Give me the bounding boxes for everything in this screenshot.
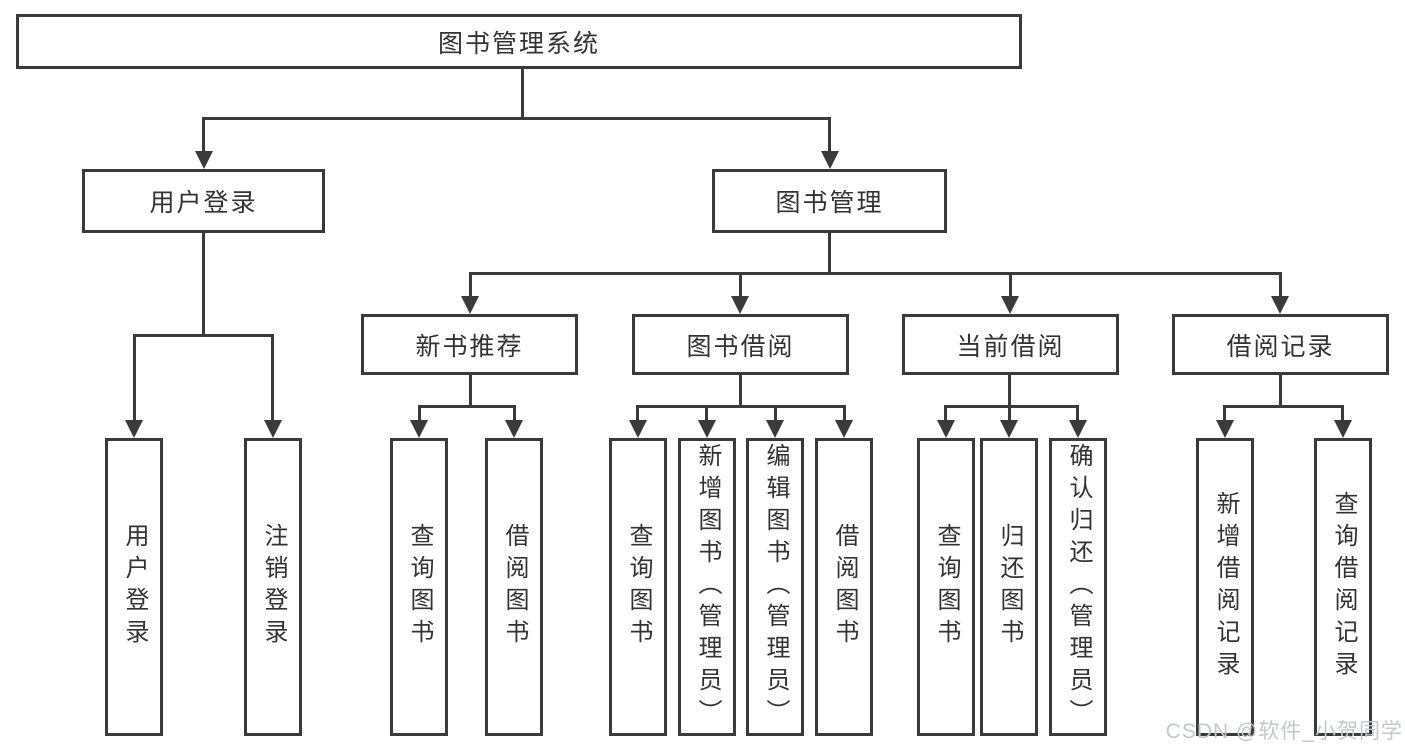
leaf-edit-books-admin: 编辑图书（管理员） [746, 438, 804, 736]
connector-line [739, 272, 742, 298]
connector-line [828, 233, 831, 274]
connector-line [828, 117, 831, 153]
arrow-down-icon [1069, 420, 1087, 438]
leaf-add-books-admin: 新增图书（管理员） [678, 438, 736, 736]
connector-line [202, 117, 205, 153]
arrow-down-icon [1334, 420, 1352, 438]
connector-line [418, 405, 421, 422]
connector-line [133, 334, 136, 422]
connector-line [944, 405, 1079, 408]
arrow-down-icon [698, 420, 716, 438]
node-library-system: 图书管理系统 [16, 14, 1022, 69]
connector-line [1279, 375, 1282, 407]
leaf-logout: 注销登录 [244, 438, 302, 736]
connector-line [1008, 375, 1011, 407]
arrow-down-icon [1000, 420, 1018, 438]
connector-line [1008, 405, 1011, 422]
arrow-down-icon [766, 420, 784, 438]
connector-line [1279, 272, 1282, 298]
arrow-down-icon [410, 420, 428, 438]
leaf-return-books: 归还图书 [980, 438, 1038, 736]
connector-line [739, 375, 742, 407]
arrow-down-icon [731, 296, 749, 314]
arrow-down-icon [937, 420, 955, 438]
arrow-down-icon [125, 420, 143, 438]
arrow-down-icon [835, 420, 853, 438]
connector-line [513, 405, 516, 422]
connector-line [1341, 405, 1344, 422]
connector-line [1223, 405, 1226, 422]
leaf-add-borrow-record: 新增借阅记录 [1196, 438, 1254, 736]
node-current-borrowing: 当前借阅 [902, 314, 1119, 375]
arrow-down-icon [461, 296, 479, 314]
node-book-management-branch: 图书管理 [712, 169, 947, 233]
connector-line [418, 405, 516, 408]
node-new-book-recommend: 新书推荐 [361, 314, 578, 375]
connector-line [469, 375, 472, 407]
connector-line [521, 69, 524, 119]
arrow-down-icon [195, 151, 213, 169]
arrow-down-icon [629, 420, 647, 438]
arrow-down-icon [264, 420, 282, 438]
connector-line [636, 405, 639, 422]
connector-line [469, 272, 1282, 275]
arrow-down-icon [1271, 296, 1289, 314]
leaf-query-books-borrowing: 查询图书 [609, 438, 667, 736]
connector-line [774, 405, 777, 422]
csdn-watermark: CSDN @软件_小贺同学 [1165, 720, 1403, 743]
leaf-user-login: 用户登录 [105, 438, 163, 736]
connector-line [133, 334, 274, 337]
arrow-down-icon [1216, 420, 1234, 438]
leaf-query-books-recommend: 查询图书 [390, 438, 448, 736]
connector-line [271, 334, 274, 422]
arrow-down-icon [1001, 296, 1019, 314]
connector-line [843, 405, 846, 422]
connector-line [1009, 272, 1012, 298]
node-borrowing-records: 借阅记录 [1172, 314, 1389, 375]
connector-line [944, 405, 947, 422]
leaf-confirm-return-admin: 确认归还（管理员） [1049, 438, 1107, 736]
connector-line [202, 117, 831, 120]
arrow-down-icon [821, 151, 839, 169]
leaf-query-books-current: 查询图书 [917, 438, 975, 736]
connector-line [636, 405, 846, 408]
node-book-borrowing: 图书借阅 [632, 314, 849, 375]
connector-line [1076, 405, 1079, 422]
leaf-borrow-books-recommend: 借阅图书 [485, 438, 543, 736]
connector-line [1223, 405, 1344, 408]
connector-line [202, 233, 205, 336]
leaf-query-borrow-record: 查询借阅记录 [1314, 438, 1372, 736]
connector-line [705, 405, 708, 422]
arrow-down-icon [505, 420, 523, 438]
leaf-borrow-books-borrowing: 借阅图书 [815, 438, 873, 736]
connector-line [469, 272, 472, 298]
node-user-login-branch: 用户登录 [82, 169, 325, 233]
